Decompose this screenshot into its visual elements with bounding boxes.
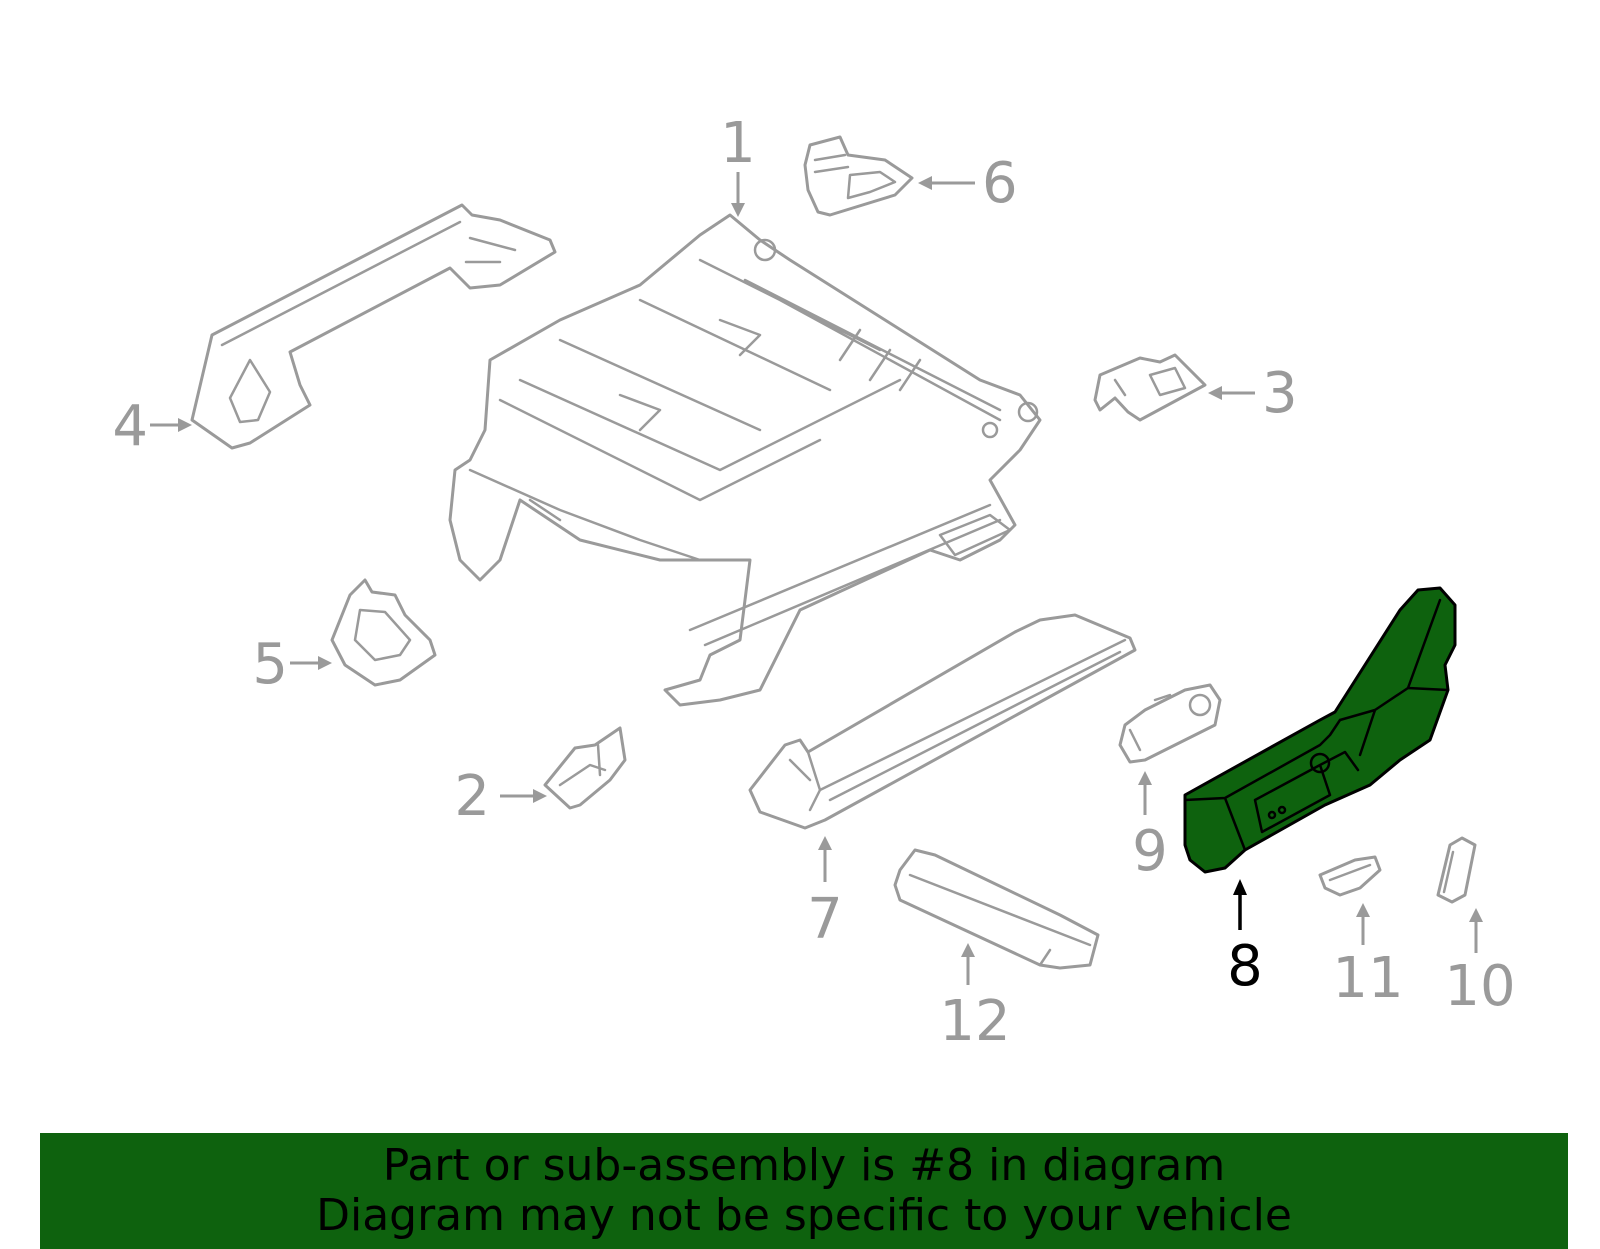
callout-12: 12 [939,943,1011,1054]
part-12 [893,848,1100,970]
part-11 [1318,855,1382,897]
svg-text:8: 8 [1227,934,1263,999]
callout-2: 2 [454,764,547,829]
svg-text:10: 10 [1444,954,1515,1019]
part-9 [1118,683,1222,764]
svg-text:4: 4 [112,394,148,459]
part-4 [190,203,557,450]
callout-9: 9 [1132,771,1168,884]
callout-6: 6 [918,151,1018,216]
callout-4: 4 [112,394,192,459]
part-5 [330,578,437,687]
callout-11: 11 [1332,903,1404,1011]
part-8-highlighted [1183,586,1457,874]
svg-text:2: 2 [454,764,490,829]
svg-text:5: 5 [252,632,288,697]
callout-1: 1 [720,111,756,217]
callout-7: 7 [807,836,843,952]
part-7 [748,613,1137,830]
banner-line-part-info: Part or sub-assembly is #8 in diagram [382,1140,1226,1191]
part-1 [448,213,1042,707]
callout-10: 10 [1444,908,1516,1019]
svg-text:9: 9 [1132,819,1168,884]
svg-text:3: 3 [1262,361,1298,426]
part-10 [1436,836,1477,904]
part-2 [543,726,627,810]
part-6 [803,135,914,217]
info-banner: Part or sub-assembly is #8 in diagram Di… [40,1133,1568,1249]
callout-3: 3 [1208,361,1298,426]
parts-diagram: 1 2 3 4 5 6 7 8 9 10 [112,111,1516,1054]
callout-5: 5 [252,632,332,697]
banner-line-disclaimer: Diagram may not be specific to your vehi… [316,1190,1292,1241]
callout-8: 8 [1227,879,1263,999]
svg-text:1: 1 [720,111,756,176]
svg-text:12: 12 [939,989,1010,1054]
svg-text:6: 6 [982,151,1018,216]
part-3 [1093,353,1207,422]
svg-text:11: 11 [1332,946,1403,1011]
svg-text:7: 7 [807,887,843,952]
